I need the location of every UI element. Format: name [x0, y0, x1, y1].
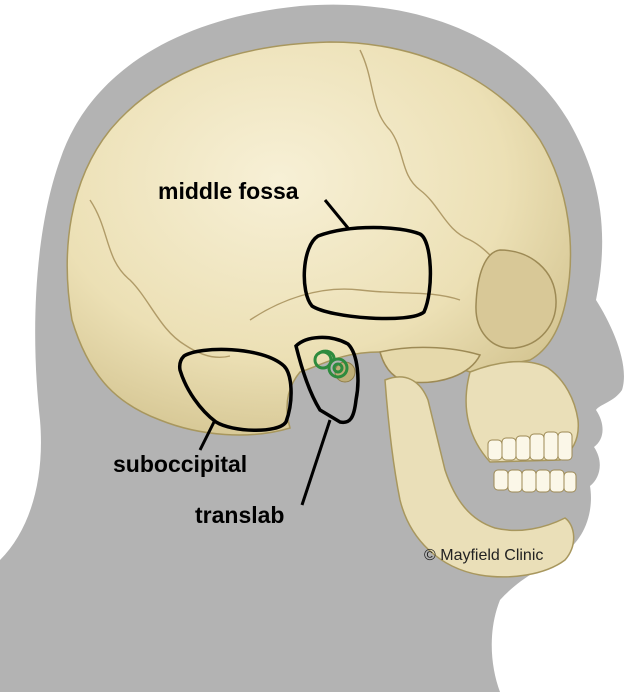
suboccipital-label: suboccipital [113, 453, 247, 476]
middle-fossa-label: middle fossa [158, 180, 299, 203]
lower-teeth [494, 470, 576, 492]
copyright-credit: © Mayfield Clinic [424, 547, 543, 565]
translab-label: translab [195, 504, 284, 527]
